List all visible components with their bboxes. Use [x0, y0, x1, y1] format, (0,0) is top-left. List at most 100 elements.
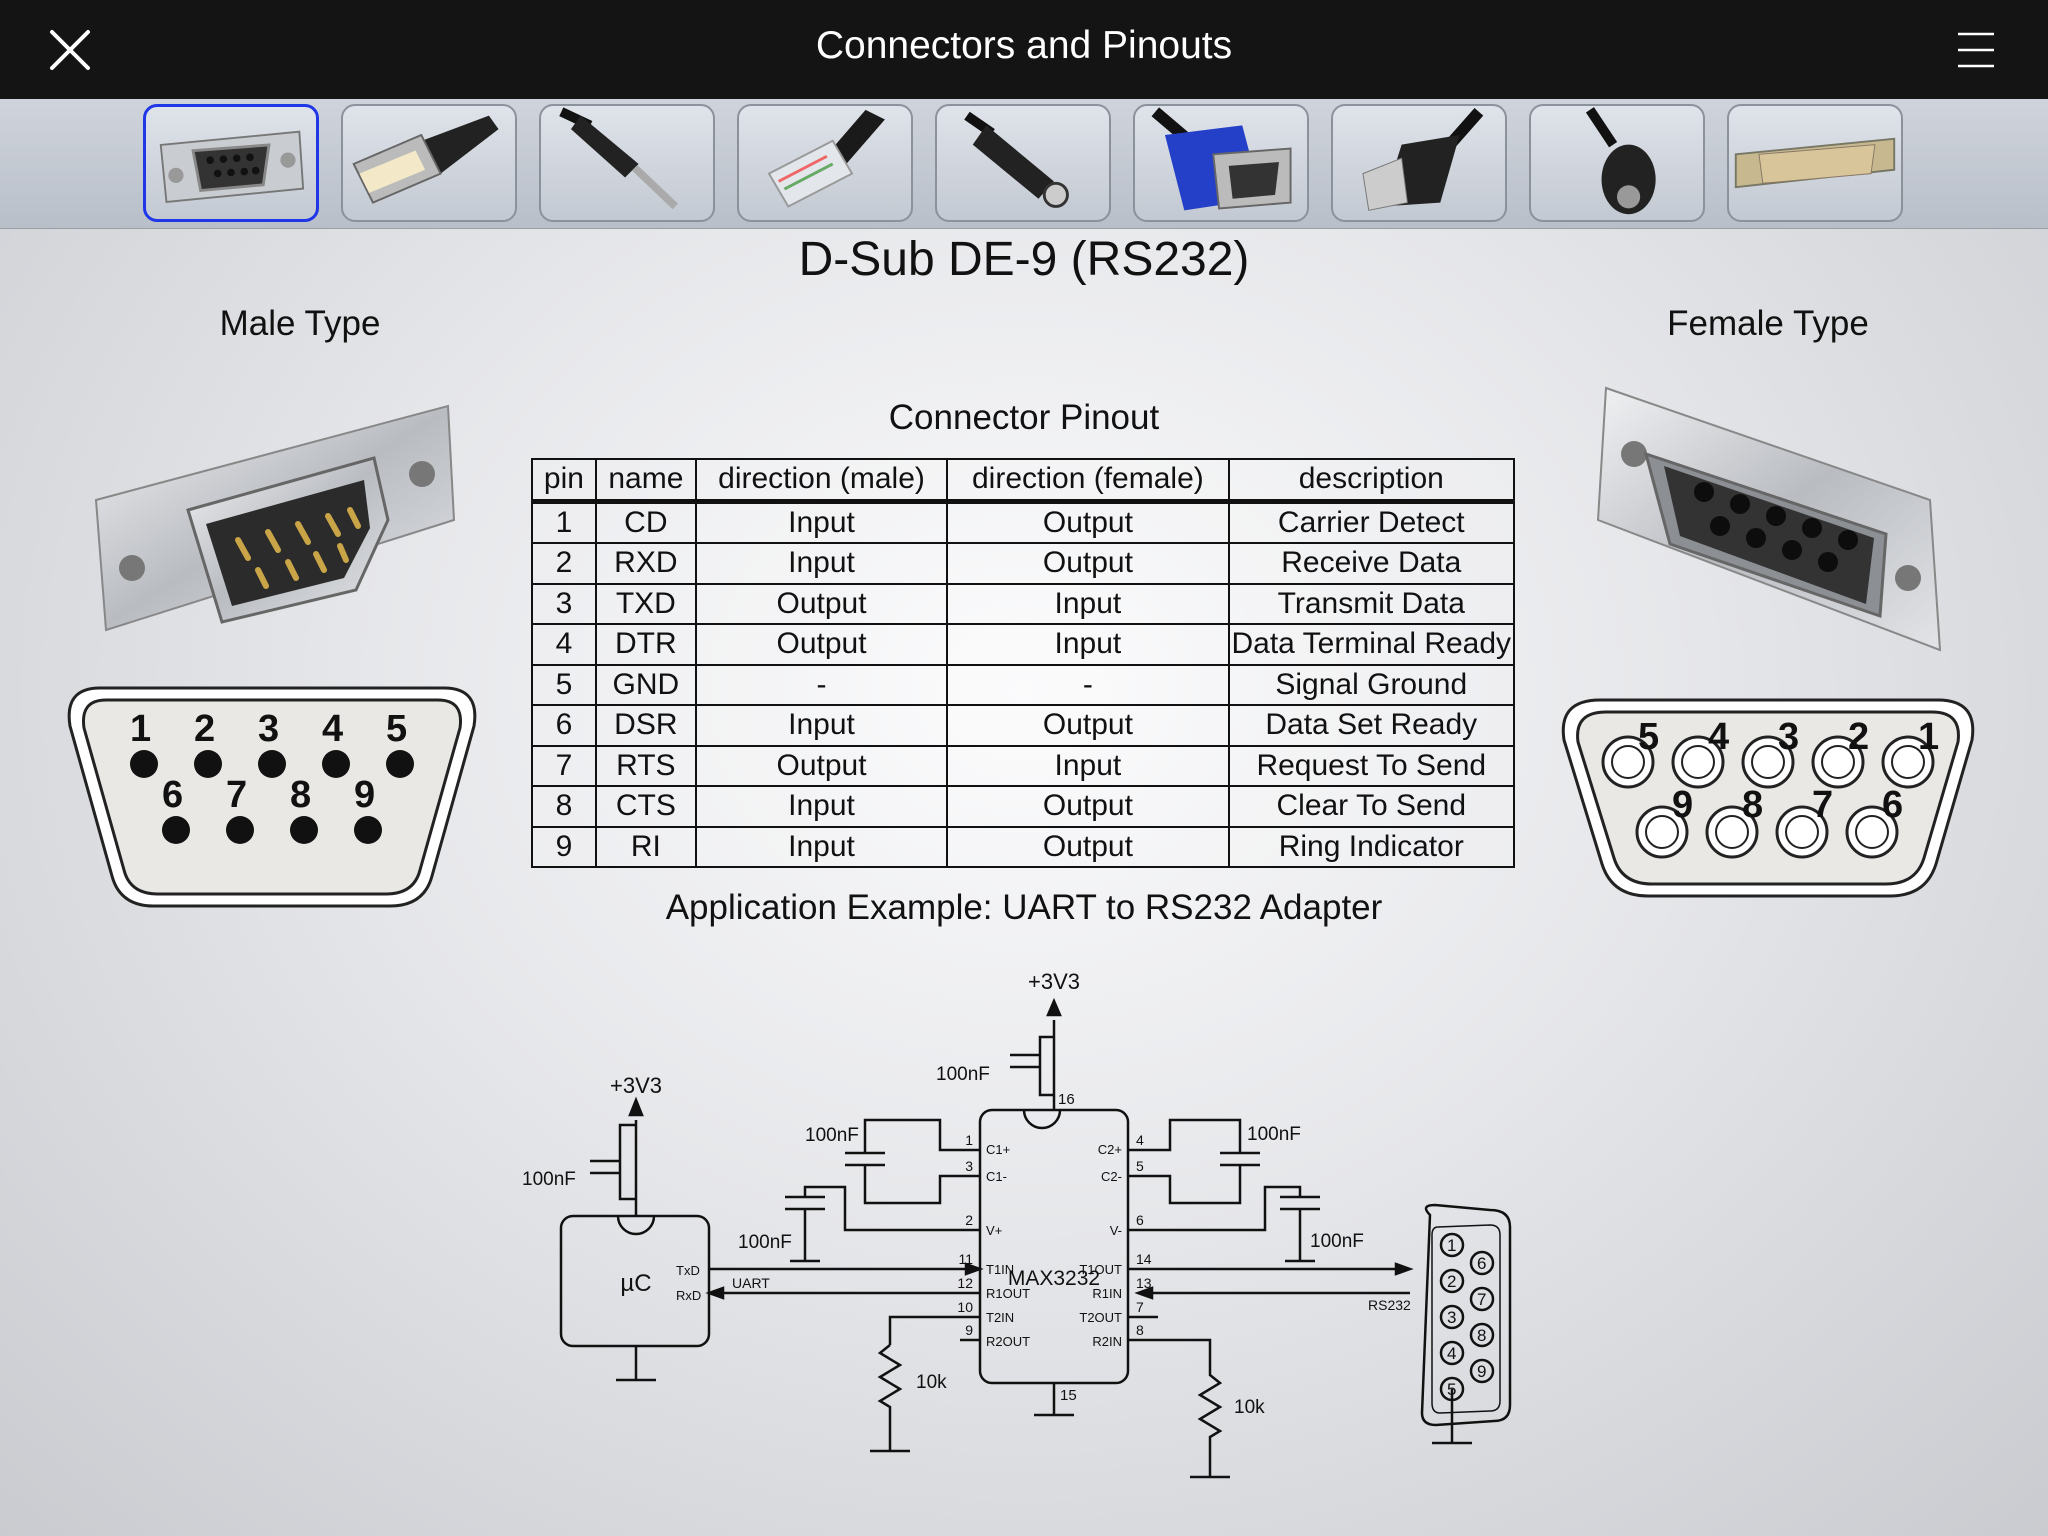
db9-pin-number: 1 — [1447, 1236, 1456, 1255]
table-cell: 1 — [531, 500, 597, 544]
pin-number: 2 — [965, 1212, 973, 1228]
female-pin-diagram: 5 4 3 2 1 9 8 7 6 — [1556, 696, 1980, 905]
column-header: direction (female) — [946, 458, 1230, 504]
c1-wire — [863, 1118, 980, 1205]
tab-vga[interactable] — [1133, 104, 1309, 222]
uart-rs232-schematic: MAX3232 µC TxD RxD +3V3 +3V3 100nF 100nF… — [522, 969, 1512, 1479]
table-cell: CTS — [594, 785, 697, 828]
tab-audio-jack[interactable] — [539, 104, 715, 222]
capacitor-100nf-c2 — [1220, 1151, 1260, 1167]
pinout-table: pin name direction (male) direction (fem… — [531, 458, 1516, 868]
pin-number: 5 — [1136, 1158, 1144, 1174]
table-cell: Input — [694, 500, 949, 544]
capacitor-100nf-c1 — [845, 1151, 885, 1167]
connector-heading: D-Sub DE-9 (RS232) — [798, 233, 1250, 286]
txd-label: TxD — [676, 1263, 700, 1278]
table-cell: DTR — [594, 623, 697, 666]
male-pin-label: 1 — [130, 708, 152, 750]
tab-dc-barrel[interactable] — [935, 104, 1111, 222]
mini-din-connector-icon — [1585, 107, 1656, 215]
pin-number: 7 — [1136, 1299, 1144, 1315]
male-connector-photo — [88, 400, 468, 655]
pin-label: C1- — [986, 1169, 1007, 1184]
db9-connector — [1420, 1203, 1512, 1427]
pin-label: V+ — [986, 1223, 1002, 1238]
table-cell: Output — [946, 785, 1230, 828]
rj45-connector-icon — [767, 109, 885, 208]
usb-connector-icon — [352, 115, 499, 204]
tab-d-sub-de9[interactable] — [143, 104, 319, 222]
male-pin-label: 4 — [322, 708, 344, 750]
supply-arrow — [628, 1096, 644, 1117]
tab-rj45[interactable] — [737, 104, 913, 222]
table-cell: Signal Ground — [1227, 663, 1516, 706]
table-cell: Input — [694, 704, 949, 747]
table-cell: TXD — [594, 582, 697, 625]
table-cell: 5 — [531, 663, 597, 706]
table-cell: Input — [946, 582, 1230, 625]
supply-label: +3V3 — [610, 1073, 662, 1098]
mcu-label: µC — [620, 1270, 651, 1297]
table-cell: Ring Indicator — [1227, 825, 1516, 868]
male-pin-label: 7 — [226, 774, 248, 816]
capacitor-100nf-vplus — [785, 1195, 825, 1211]
d-sub-db25-connector-icon — [1734, 137, 1896, 189]
table-cell: Output — [694, 582, 949, 625]
table-cell: Output — [946, 825, 1230, 868]
male-pin-label: 6 — [162, 774, 184, 816]
supply-arrow — [1046, 997, 1062, 1017]
female-pin-label: 8 — [1742, 784, 1764, 826]
db9-pin-number: 6 — [1477, 1254, 1486, 1273]
female-pin-label: 6 — [1882, 784, 1904, 826]
column-header: pin — [531, 458, 597, 504]
db9-pin-number: 8 — [1477, 1326, 1486, 1345]
cap-label: 100nF — [738, 1232, 792, 1253]
table-cell: - — [694, 663, 949, 706]
db9-pin-number: 4 — [1447, 1344, 1456, 1363]
pinout-table-title: Connector Pinout — [888, 398, 1160, 437]
table-cell: Clear To Send — [1227, 785, 1516, 828]
tab-usb[interactable] — [341, 104, 517, 222]
female-pin-label: 9 — [1672, 784, 1694, 826]
c2-wire — [1128, 1118, 1242, 1205]
resistor-label: 10k — [916, 1372, 947, 1393]
pin-number: 6 — [1136, 1212, 1144, 1228]
table-cell: 8 — [531, 785, 597, 828]
close-icon[interactable] — [46, 26, 94, 74]
table-cell: Input — [694, 542, 949, 585]
column-header: description — [1227, 458, 1516, 504]
female-pin-label: 2 — [1848, 716, 1870, 758]
table-cell: Transmit Data — [1227, 582, 1516, 625]
pin-number: 9 — [965, 1322, 973, 1338]
hdmi-connector-icon — [1362, 107, 1484, 211]
table-cell: DSR — [594, 704, 697, 747]
db9-pin-number: 7 — [1477, 1290, 1486, 1309]
db9-pin-number: 3 — [1447, 1308, 1456, 1327]
hamburger-menu-icon[interactable] — [1956, 30, 1996, 70]
table-cell: RI — [594, 825, 697, 868]
table-cell: 2 — [531, 542, 597, 585]
table-cell: Output — [694, 744, 949, 787]
table-cell: 3 — [531, 582, 597, 625]
db9-pin-number: 5 — [1447, 1380, 1456, 1399]
female-pin-label: 5 — [1638, 716, 1660, 758]
tab-mini-din[interactable] — [1529, 104, 1705, 222]
tab-hdmi[interactable] — [1331, 104, 1507, 222]
db9-pin-number: 2 — [1447, 1272, 1456, 1291]
table-cell: Output — [946, 500, 1230, 544]
tab-d-sub-db25[interactable] — [1727, 104, 1903, 222]
ground-symbol — [1034, 1383, 1074, 1417]
chip-notch — [1022, 1109, 1062, 1130]
pin-number: 11 — [958, 1251, 973, 1267]
pin-number: 1 — [965, 1132, 973, 1148]
page-title: Connectors and Pinouts — [815, 24, 1233, 67]
table-cell: 9 — [531, 825, 597, 868]
female-type-label: Female Type — [1667, 304, 1869, 343]
pin-number: 15 — [1060, 1387, 1077, 1404]
